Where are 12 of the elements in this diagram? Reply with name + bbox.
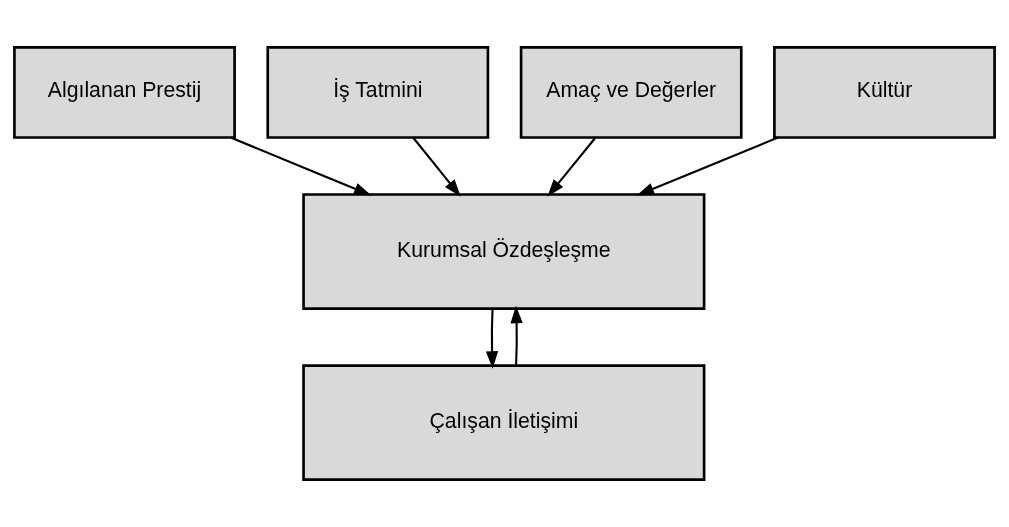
arrow <box>412 137 461 197</box>
arrow <box>510 305 523 366</box>
node-box: Çalışan İletişimi <box>302 364 706 481</box>
arrow <box>547 137 597 197</box>
arrow <box>485 308 499 369</box>
node-box: Algılanan Prestij <box>13 46 236 139</box>
arrow <box>230 136 372 196</box>
arrow <box>636 136 779 196</box>
node-box: Kültür <box>773 46 996 139</box>
node-box: Kurumsal Özdeşleşme <box>302 193 706 310</box>
node-box: Amaç ve Değerler <box>519 46 743 139</box>
node-box: İş Tatmini <box>266 46 490 139</box>
